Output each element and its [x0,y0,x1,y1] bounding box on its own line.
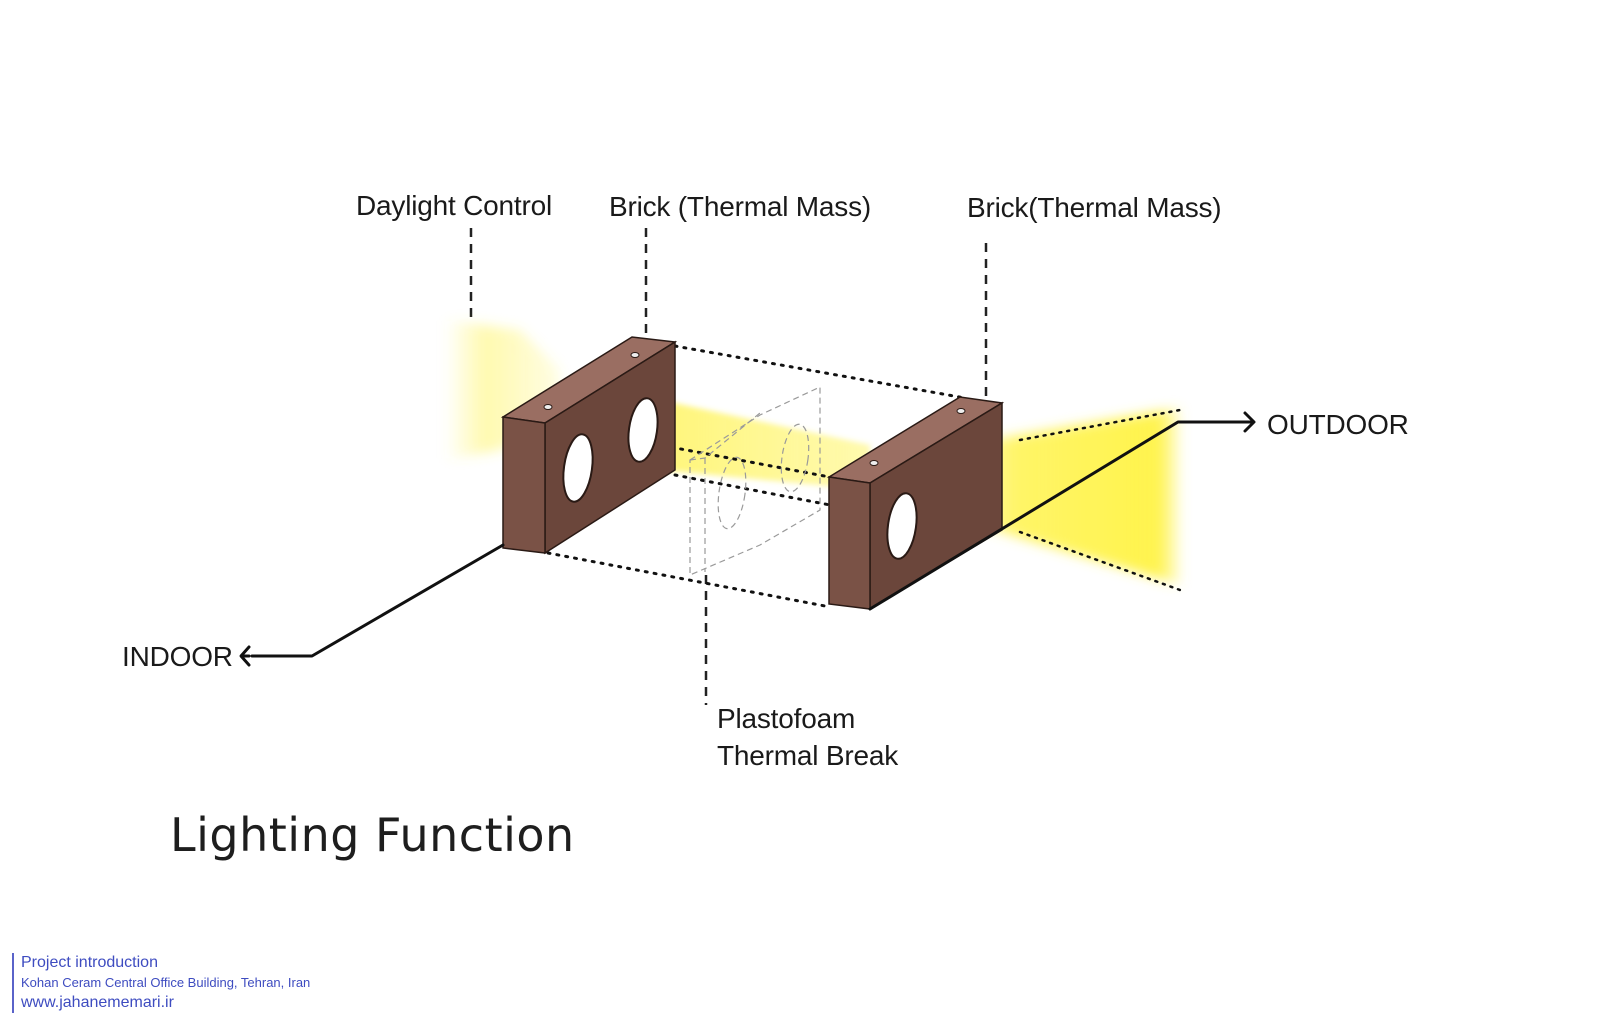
brick-right-pin-2 [956,408,966,414]
leader-lines [469,228,988,705]
brick-left-label: Brick (Thermal Mass) [609,191,872,222]
brick-left [500,336,678,555]
brick-right-pin-1 [869,460,879,466]
plastofoam-label-line1: Plastofoam [717,703,856,734]
light-beam-right [960,408,1180,585]
footer-building-name: Kohan Ceram Central Office Building, Teh… [21,975,311,990]
footer-website-link[interactable]: www.jahanememari.ir [21,994,174,1011]
brick-right [826,396,1005,611]
assembly-wireframe [546,344,967,608]
footer-credits: Project introduction Kohan Ceram Central… [12,953,310,1013]
indoor-pointer [239,543,505,667]
light-beam-middle [660,400,870,490]
brick-left-hole-2 [627,397,659,463]
outdoor-light-rays [1018,408,1182,592]
brick-right-label: Brick(Thermal Mass) [967,192,1222,223]
daylight-control-label: Daylight Control [356,190,552,221]
footer-project-intro: Project introduction [21,954,158,971]
brick-right-hole [886,492,918,560]
outdoor-label: OUTDOOR [1267,409,1409,440]
brick-left-pin-2 [630,352,640,358]
brick-left-hole-1 [562,433,594,503]
indoor-label: INDOOR [122,641,233,672]
brick-left-front [502,416,546,554]
plastofoam-thermal-break [689,386,821,576]
outdoor-pointer [868,411,1256,611]
outdoor-arrow-icon [1243,411,1256,433]
plastofoam-label-line2: Thermal Break [717,740,899,771]
brick-left-pin-1 [543,404,553,410]
page-title: Lighting Function [170,808,575,862]
brick-right-front [828,476,871,610]
